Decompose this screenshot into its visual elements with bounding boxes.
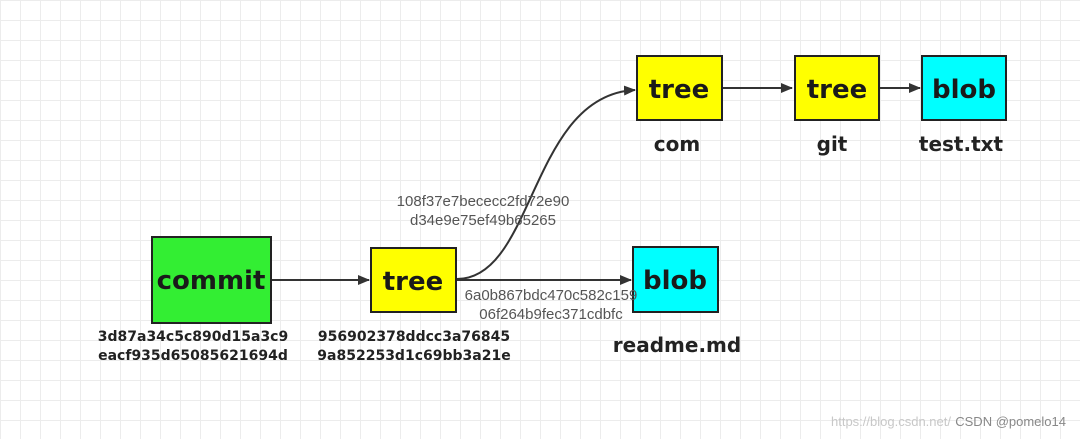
com-tree-label: tree [649, 75, 710, 105]
test-blob-label: blob [932, 75, 996, 105]
csdn-credit: CSDN @pomelo14 [955, 414, 1066, 429]
commit-label: commit [157, 266, 266, 296]
commit-hash-line1: 3d87a34c5c890d15a3c9 [98, 329, 288, 345]
commit-hash-line2: eacf935d65085621694d [98, 348, 288, 364]
edge-tree-to-com [456, 85, 636, 280]
test-blob-node: blob [921, 55, 1007, 121]
com-tree-node: tree [636, 55, 723, 121]
readme-blob-node: blob [632, 246, 719, 313]
git-tree-node: tree [794, 55, 880, 121]
root-tree-hash-line1: 956902378ddcc3a76845 [318, 329, 510, 345]
com-edge-hash-line2: d34e9e75ef49b65265 [410, 212, 556, 229]
git-caption: git [817, 132, 848, 156]
readme-blob-label: blob [643, 266, 707, 296]
commit-node: commit [151, 236, 272, 324]
test-txt-caption: test.txt [919, 132, 1004, 156]
readme-caption: readme.md [613, 333, 741, 357]
root-tree-node: tree [370, 247, 457, 313]
readme-edge-hash-line1: 6a0b867bdc470c582c159 [465, 287, 638, 304]
readme-edge-hash-line2: 06f264b9fec371cdbfc [479, 306, 623, 323]
watermark-text: https://blog.csdn.net/ [831, 414, 951, 429]
com-edge-hash-line1: 108f37e7bececc2fd72e90 [397, 193, 570, 210]
root-tree-label: tree [383, 267, 444, 297]
root-tree-hash-line2: 9a852253d1c69bb3a21e [317, 348, 510, 364]
git-tree-label: tree [807, 75, 868, 105]
com-caption: com [654, 132, 700, 156]
